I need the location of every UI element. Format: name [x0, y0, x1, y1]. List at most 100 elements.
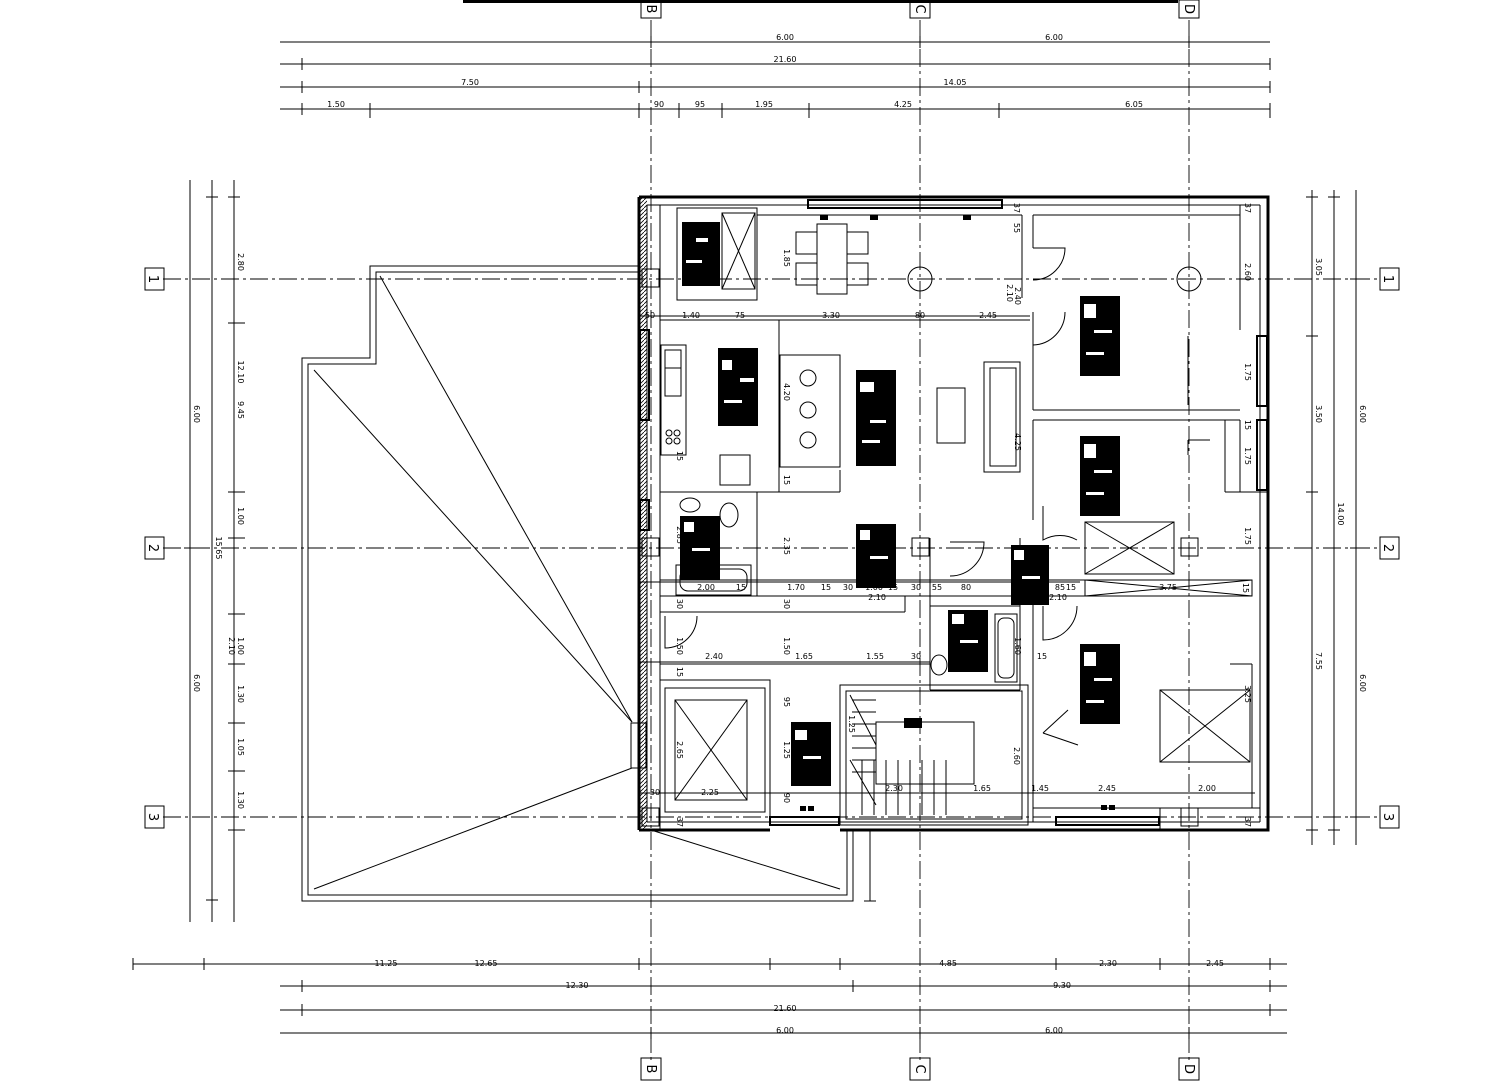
axis-bubble-top-C: C [909, 0, 931, 19]
svg-text:37: 37 [1012, 203, 1021, 213]
svg-text:1.00: 1.00 [236, 507, 245, 525]
axis-bubble-right-3: 3 [1379, 805, 1400, 829]
svg-text:3: 3 [145, 813, 160, 821]
axis-bubble-left-3: 3 [144, 805, 165, 829]
furniture [660, 223, 1079, 815]
axis-bubble-right-1: 1 [1379, 267, 1400, 291]
svg-text:1.25: 1.25 [782, 741, 791, 759]
interior-walls [639, 199, 1268, 830]
svg-text:30: 30 [675, 599, 684, 609]
svg-text:15: 15 [888, 583, 898, 592]
svg-text:15: 15 [1241, 583, 1250, 593]
room-tag-3 [856, 370, 896, 466]
svg-text:85: 85 [1055, 583, 1065, 592]
svg-text:90: 90 [654, 100, 664, 109]
svg-text:C: C [912, 1064, 927, 1073]
svg-text:2.10: 2.10 [868, 593, 886, 602]
svg-text:1.65: 1.65 [973, 784, 991, 793]
room-tag-1 [682, 222, 720, 286]
svg-text:2: 2 [1380, 544, 1395, 552]
svg-text:12.30: 12.30 [566, 981, 589, 990]
svg-text:3: 3 [1380, 813, 1395, 821]
svg-text:6.00: 6.00 [776, 33, 794, 42]
room-tags [680, 215, 1120, 811]
axis-bubble-bottom-C: C [909, 1057, 931, 1081]
svg-text:1.05: 1.05 [236, 738, 245, 756]
room-tag-9 [948, 610, 988, 672]
room-tag-8 [1011, 545, 1049, 605]
svg-text:15.65: 15.65 [214, 537, 223, 560]
svg-text:2.60: 2.60 [1243, 263, 1252, 281]
room-tag-2 [718, 348, 758, 426]
svg-text:6.00: 6.00 [1045, 33, 1063, 42]
svg-text:15: 15 [1243, 420, 1252, 430]
header-bar [463, 0, 1178, 3]
svg-text:2.45: 2.45 [979, 311, 997, 320]
svg-text:3.25: 3.25 [1243, 685, 1252, 703]
svg-text:1.50: 1.50 [675, 637, 684, 655]
svg-text:1.75: 1.75 [1243, 527, 1252, 545]
room-tag-11 [791, 722, 831, 786]
axis-bubble-bottom-D: D [1178, 1057, 1200, 1081]
axis-bubble-top-B: B [640, 0, 662, 19]
svg-text:2.40: 2.40 [705, 652, 723, 661]
svg-text:21.60: 21.60 [774, 55, 797, 64]
svg-text:21.60: 21.60 [774, 1004, 797, 1013]
room-tag-6 [680, 516, 720, 580]
svg-text:3.05: 3.05 [1314, 258, 1323, 276]
svg-text:2.45: 2.45 [1206, 959, 1224, 968]
room-tag-10 [1080, 644, 1120, 724]
axis-bubbles: B C D B C D 1 2 3 1 2 3 [144, 0, 1400, 1081]
svg-text:4.25: 4.25 [1013, 433, 1022, 451]
svg-text:15: 15 [782, 475, 791, 485]
svg-text:95: 95 [782, 697, 791, 707]
svg-text:2.10: 2.10 [1049, 593, 1067, 602]
svg-text:2.45: 2.45 [1098, 784, 1116, 793]
svg-text:6.00: 6.00 [1358, 674, 1367, 692]
svg-text:30: 30 [650, 788, 660, 797]
svg-text:30: 30 [911, 652, 921, 661]
svg-text:2.00: 2.00 [1198, 784, 1216, 793]
svg-text:37: 37 [1243, 817, 1252, 827]
svg-text:D: D [1181, 1064, 1196, 1074]
svg-text:2.25: 2.25 [701, 788, 719, 797]
svg-text:14.05: 14.05 [944, 78, 967, 87]
svg-text:1: 1 [1380, 275, 1395, 283]
top-dimensions: 6.00 6.00 21.60 7.50 14.05 1.50 90 95 1.… [280, 33, 1271, 118]
svg-text:80: 80 [961, 583, 971, 592]
svg-text:6.00: 6.00 [192, 674, 201, 692]
svg-text:6.00: 6.00 [1358, 405, 1367, 423]
axis-grid [163, 20, 1380, 1060]
right-dimensions: 6.00 14.00 6.00 3.05 3.50 7.55 [1306, 190, 1367, 845]
svg-text:1.45: 1.45 [1031, 784, 1049, 793]
svg-text:37: 37 [1243, 203, 1252, 213]
svg-text:2.85: 2.85 [675, 526, 684, 544]
svg-text:12.65: 12.65 [475, 959, 498, 968]
svg-text:37: 37 [675, 817, 684, 827]
svg-text:1.65: 1.65 [795, 652, 813, 661]
svg-text:6.00: 6.00 [776, 1026, 794, 1035]
svg-text:15: 15 [1037, 652, 1047, 661]
svg-text:9.45: 9.45 [236, 401, 245, 419]
svg-text:3.75: 3.75 [1159, 583, 1177, 592]
svg-text:2.40: 2.40 [1013, 287, 1022, 305]
bottom-dimensions: 11.25 12.65 4.85 2.30 2.45 12.30 9.30 21… [132, 958, 1287, 1039]
svg-text:2.30: 2.30 [1099, 959, 1117, 968]
svg-text:9.30: 9.30 [1053, 981, 1071, 990]
svg-text:1.60: 1.60 [1013, 637, 1022, 655]
axis-bubble-bottom-B: B [640, 1057, 662, 1081]
svg-text:3.30: 3.30 [822, 311, 840, 320]
axis-bubble-top-D: D [1178, 0, 1200, 19]
svg-text:15: 15 [821, 583, 831, 592]
svg-text:1.70: 1.70 [787, 583, 805, 592]
svg-text:2.60: 2.60 [1012, 747, 1021, 765]
svg-text:3.50: 3.50 [1314, 405, 1323, 423]
axis-bubble-left-1: 1 [144, 267, 165, 291]
svg-text:4.85: 4.85 [939, 959, 957, 968]
svg-text:11.25: 11.25 [375, 959, 398, 968]
interior-dimensions: 1.85 55 37 37 2.40 2.10 50 1.40 75 3.30 … [640, 203, 1255, 827]
svg-text:12.10: 12.10 [236, 361, 245, 384]
svg-text:2.10: 2.10 [227, 637, 236, 655]
svg-text:30: 30 [782, 599, 791, 609]
svg-text:30: 30 [843, 583, 853, 592]
